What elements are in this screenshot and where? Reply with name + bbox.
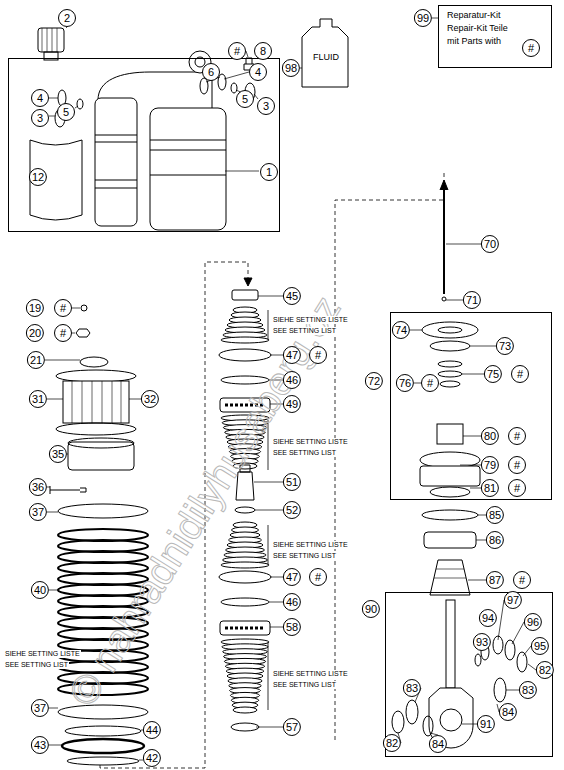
callout-number: 84 <box>429 735 447 753</box>
callout-number: 85 <box>486 506 504 524</box>
kit-text: Reparatur-Kit Repair-Kit Teile mit Parts… <box>447 9 511 48</box>
group-number: 72 <box>365 372 383 390</box>
callout-number: 93 <box>473 633 491 651</box>
setting-note: SEE SETTING LIST <box>272 327 337 335</box>
shim <box>221 337 269 343</box>
callout-number: 3 <box>257 97 275 115</box>
hash-mark: # <box>54 299 72 317</box>
callout-number: 36 <box>29 478 47 496</box>
hash-mark: # <box>522 39 540 57</box>
callout-number: 84 <box>499 703 517 721</box>
assembly-group-box: 72 <box>390 312 552 500</box>
setting-note: SEE SETTING LIST <box>4 661 69 669</box>
hash-mark: # <box>309 346 327 364</box>
hash-mark: # <box>54 324 72 342</box>
callout-number: 73 <box>496 337 514 355</box>
callout-number: 82 <box>536 661 554 679</box>
callout-number: 35 <box>49 445 67 463</box>
callout-number: 98 <box>282 59 300 77</box>
callout-number: 40 <box>31 581 49 599</box>
callout-number: 95 <box>531 637 549 655</box>
watermark: © nahradnidilyhusaberg.cz <box>60 288 349 714</box>
callout-number: 83 <box>403 679 421 697</box>
callout-number: 37 <box>29 503 47 521</box>
shim <box>221 562 269 568</box>
callout-number: 5 <box>236 90 254 108</box>
callout-number: 5 <box>57 103 75 121</box>
callout-number: 51 <box>283 473 301 491</box>
setting-note: SIEHE SETTING LISTE <box>272 541 349 549</box>
callout-number: 86 <box>486 531 504 549</box>
callout-number: 97 <box>504 591 522 609</box>
callout-number: 87 <box>486 571 504 589</box>
hash-mark: # <box>511 365 529 383</box>
callout-number: 19 <box>26 299 44 317</box>
callout-number: 83 <box>519 681 537 699</box>
callout-number: 2 <box>58 9 76 27</box>
setting-note: SIEHE SETTING LISTE <box>272 316 349 324</box>
hash-mark: # <box>513 571 531 589</box>
setting-note: SIEHE SETTING LISTE <box>272 670 349 678</box>
callout-number: 43 <box>31 736 49 754</box>
setting-note: SEE SETTING LIST <box>272 681 337 689</box>
callout-number: 79 <box>481 456 499 474</box>
callout-number: 49 <box>283 395 301 413</box>
setting-note: SEE SETTING LIST <box>272 552 337 560</box>
repair-kit-box: Reparatur-Kit Repair-Kit Teile mit Parts… <box>438 5 552 68</box>
hash-mark: # <box>508 479 526 497</box>
callout-number: 58 <box>283 618 301 636</box>
group-number: 1 <box>260 163 278 181</box>
callout-number: 52 <box>283 501 301 519</box>
assembly-group-box: 1 <box>8 58 280 232</box>
callout-number: 20 <box>26 324 44 342</box>
callout-number: 12 <box>29 168 47 186</box>
setting-note: SIEHE SETTING LISTE <box>272 438 349 446</box>
callout-number: 99 <box>414 9 432 27</box>
hash-mark: # <box>228 42 246 60</box>
hash-mark: # <box>309 568 327 586</box>
callout-number: 21 <box>27 351 45 369</box>
callout-number: 74 <box>392 321 410 339</box>
callout-number: 80 <box>481 427 499 445</box>
fluid-bottle: FLUID <box>300 18 352 88</box>
hash-mark: # <box>508 456 526 474</box>
callout-number: 37 <box>31 699 49 717</box>
callout-number: 57 <box>283 718 301 736</box>
setting-note: SIEHE SETTING LISTE <box>4 650 81 658</box>
hash-mark: # <box>421 374 439 392</box>
callout-number: 96 <box>524 613 542 631</box>
setting-note: SEE SETTING LIST <box>272 449 337 457</box>
callout-number: 71 <box>463 291 481 309</box>
callout-number: 70 <box>481 235 499 253</box>
callout-number: 4 <box>249 63 267 81</box>
callout-number: 75 <box>484 365 502 383</box>
callout-number: 44 <box>143 721 161 739</box>
callout-number: 31 <box>29 390 47 408</box>
callout-number: 3 <box>31 109 49 127</box>
bottle-label: FLUID <box>313 52 339 62</box>
callout-number: 32 <box>141 390 159 408</box>
callout-number: 8 <box>254 42 272 60</box>
callout-number: 76 <box>396 374 414 392</box>
callout-number: 45 <box>283 287 301 305</box>
callout-number: 82 <box>383 734 401 752</box>
group-number: 90 <box>362 600 380 618</box>
callout-number: 4 <box>31 89 49 107</box>
hash-mark: # <box>508 427 526 445</box>
callout-number: 94 <box>479 609 497 627</box>
shim <box>233 707 257 713</box>
callout-number: 47 <box>283 568 301 586</box>
callout-number: 46 <box>283 593 301 611</box>
callout-number: 6 <box>202 63 220 81</box>
callout-number: 42 <box>143 749 161 767</box>
callout-number: 91 <box>477 715 495 733</box>
callout-number: 81 <box>481 479 499 497</box>
